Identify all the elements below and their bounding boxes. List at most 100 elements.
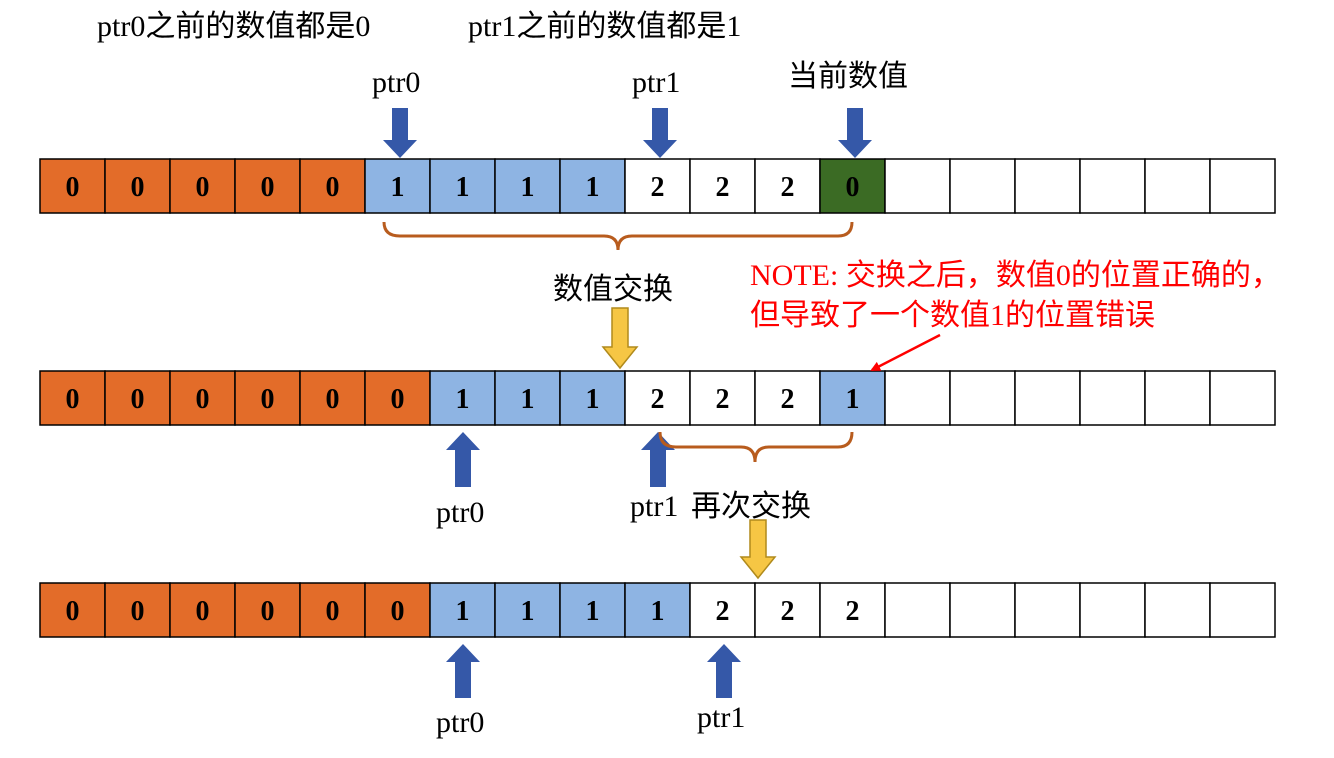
- array-cell-value: 0: [196, 384, 210, 415]
- array-cell-value: 1: [521, 384, 535, 415]
- array-cell-value: 2: [716, 172, 730, 203]
- array-cell: [949, 582, 1016, 638]
- array-cell-value: 0: [846, 172, 860, 203]
- brace-row2: [658, 431, 854, 463]
- array-cell: [884, 582, 951, 638]
- array-cell: [559, 582, 626, 638]
- array-cell: [949, 370, 1016, 426]
- array-cell-value: 2: [781, 384, 795, 415]
- array-cell: [299, 370, 366, 426]
- note-line-1: NOTE: 交换之后，数值0的位置正确的，: [750, 259, 1281, 292]
- array-cell-value: 2: [651, 172, 665, 203]
- note-line-2: 但导致了一个数值1的位置错误: [750, 299, 1155, 332]
- array-cell: [1209, 582, 1276, 638]
- array-cell: [494, 582, 561, 638]
- array-cell-value: 1: [586, 596, 600, 627]
- array-cell-value: 0: [131, 384, 145, 415]
- row3-ptr1-label: ptr1: [697, 701, 746, 734]
- array-cell: [689, 582, 756, 638]
- array-cell: [624, 370, 691, 426]
- array-cell: [1144, 370, 1211, 426]
- ptr1-down-arrow-icon: [643, 108, 677, 158]
- row2-ptr0-label: ptr0: [436, 496, 485, 529]
- array-cell: [494, 158, 561, 214]
- array-cell-value: 1: [456, 596, 470, 627]
- array-cell-value: 1: [456, 172, 470, 203]
- array-cell-value: 1: [651, 596, 665, 627]
- array-cell-value: 0: [196, 172, 210, 203]
- array-cell: [1144, 158, 1211, 214]
- array-cell: [104, 158, 171, 214]
- array-cell: [1079, 582, 1146, 638]
- array-cell: [234, 370, 301, 426]
- array-cell: [39, 158, 106, 214]
- current-down-arrow-icon: [838, 108, 872, 158]
- array-cell-value: 0: [66, 172, 80, 203]
- array-cell: [1209, 158, 1276, 214]
- array-cell: [364, 370, 431, 426]
- array-cell: [1079, 158, 1146, 214]
- row1-ptr1-label: ptr1: [632, 66, 681, 99]
- array-cell-value: 0: [131, 172, 145, 203]
- array-cell-value: 2: [716, 596, 730, 627]
- array-cell-value: 0: [391, 596, 405, 627]
- array-cell: [624, 158, 691, 214]
- swap-down-arrow-icon: [601, 307, 639, 370]
- array-cell-value: 0: [66, 596, 80, 627]
- array-cell-value: 0: [131, 596, 145, 627]
- array-cell: [364, 158, 431, 214]
- array-cell: [559, 370, 626, 426]
- array-cell-value: 0: [261, 384, 275, 415]
- array-cell: [624, 582, 691, 638]
- array-cell: [819, 158, 886, 214]
- swap2-down-arrow-icon: [739, 519, 777, 580]
- array-cell: [299, 158, 366, 214]
- array-cell: [429, 158, 496, 214]
- array-cell: [1014, 158, 1081, 214]
- array-cell-value: 0: [261, 596, 275, 627]
- array-cell: [754, 370, 821, 426]
- array-cell: [1079, 370, 1146, 426]
- array-cell-value: 1: [846, 384, 860, 415]
- array-cell-value: 2: [781, 172, 795, 203]
- array-cell: [429, 370, 496, 426]
- array-cell: [169, 158, 236, 214]
- array-cell-value: 2: [781, 596, 795, 627]
- ptr0-row3-up-arrow-icon: [446, 644, 480, 698]
- array-cell: [1014, 370, 1081, 426]
- array-cell-value: 1: [521, 172, 535, 203]
- swap1-label: 数值交换: [553, 273, 673, 306]
- array-cell: [169, 370, 236, 426]
- array-cell: [949, 158, 1016, 214]
- array-cell-value: 1: [456, 384, 470, 415]
- array-cell-value: 0: [326, 172, 340, 203]
- ptr0-down-arrow-icon: [383, 108, 417, 158]
- array-cell: [494, 370, 561, 426]
- array-cell: [39, 582, 106, 638]
- array-cell-value: 0: [66, 384, 80, 415]
- array-cell: [1144, 582, 1211, 638]
- array-cell-value: 0: [196, 596, 210, 627]
- array-cell-value: 0: [261, 172, 275, 203]
- row1-ptr0-label: ptr0: [372, 66, 421, 99]
- swap2-label: 再次交换: [691, 490, 811, 523]
- array-cell: [754, 582, 821, 638]
- array-cell: [299, 582, 366, 638]
- note-arrow-icon: [870, 333, 941, 372]
- array-cell-value: 0: [326, 384, 340, 415]
- array-cell: [884, 158, 951, 214]
- array-cell-value: 1: [521, 596, 535, 627]
- array-cell-value: 1: [586, 384, 600, 415]
- row1-current-label: 当前数值: [788, 60, 908, 93]
- array-cell-value: 1: [586, 172, 600, 203]
- row3-ptr0-label: ptr0: [436, 706, 485, 739]
- array-cell: [559, 158, 626, 214]
- ptr0-up-arrow-icon: [446, 432, 480, 487]
- array-cell-value: 0: [326, 596, 340, 627]
- top-right-caption: ptr1之前的数值都是1: [468, 10, 742, 43]
- ptr1-up-arrow-icon: [641, 432, 675, 487]
- row2-ptr1-label: ptr1: [630, 490, 679, 523]
